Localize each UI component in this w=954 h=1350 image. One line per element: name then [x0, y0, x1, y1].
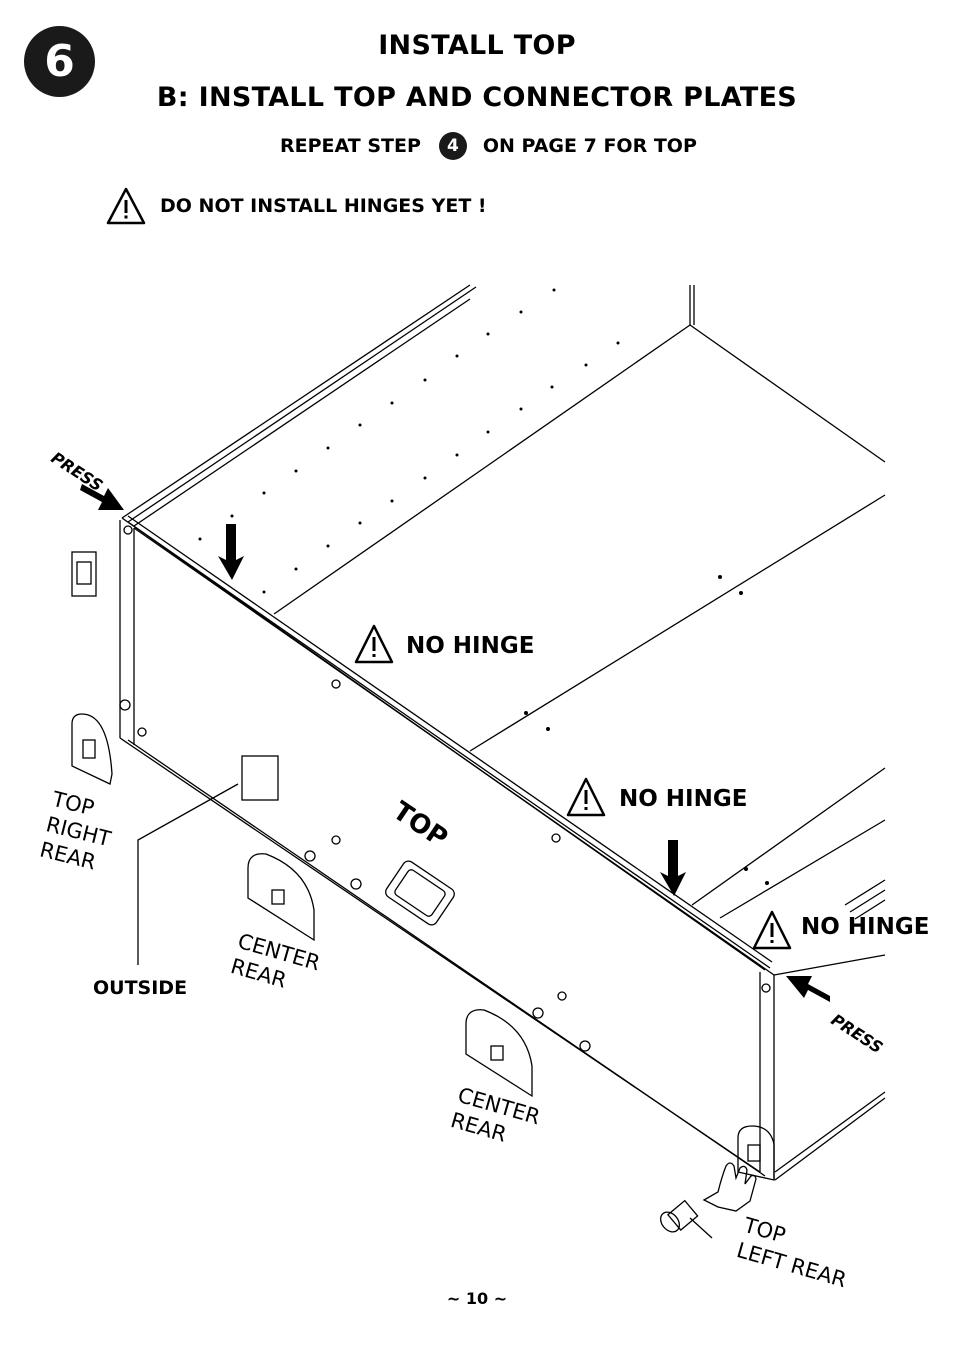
no-hinge-label-2: NO HINGE — [619, 786, 748, 812]
page-subtitle: B: INSTALL TOP AND CONNECTOR PLATES — [156, 82, 798, 113]
outside-label: OUTSIDE — [93, 977, 188, 999]
no-hinge-label-3: NO HINGE — [801, 914, 930, 940]
repeat-instruction: REPEAT STEP 4 ON PAGE 7 FOR TOP — [280, 132, 697, 160]
warning-icon — [106, 187, 146, 225]
page-number: ~ 10 ~ — [446, 1289, 508, 1308]
warning-icon — [354, 624, 394, 664]
page-title: INSTALL TOP — [378, 30, 576, 61]
repeat-prefix: REPEAT STEP — [280, 135, 421, 157]
warning-icon — [752, 910, 792, 950]
step-number-badge: 6 — [24, 26, 95, 97]
warning-icon — [566, 777, 606, 817]
warning-note: DO NOT INSTALL HINGES YET ! — [106, 186, 487, 226]
repeat-suffix: ON PAGE 7 FOR TOP — [482, 135, 697, 157]
no-hinge-label-1: NO HINGE — [406, 633, 535, 659]
warning-text: DO NOT INSTALL HINGES YET ! — [160, 195, 487, 217]
step-reference-badge: 4 — [438, 132, 467, 160]
